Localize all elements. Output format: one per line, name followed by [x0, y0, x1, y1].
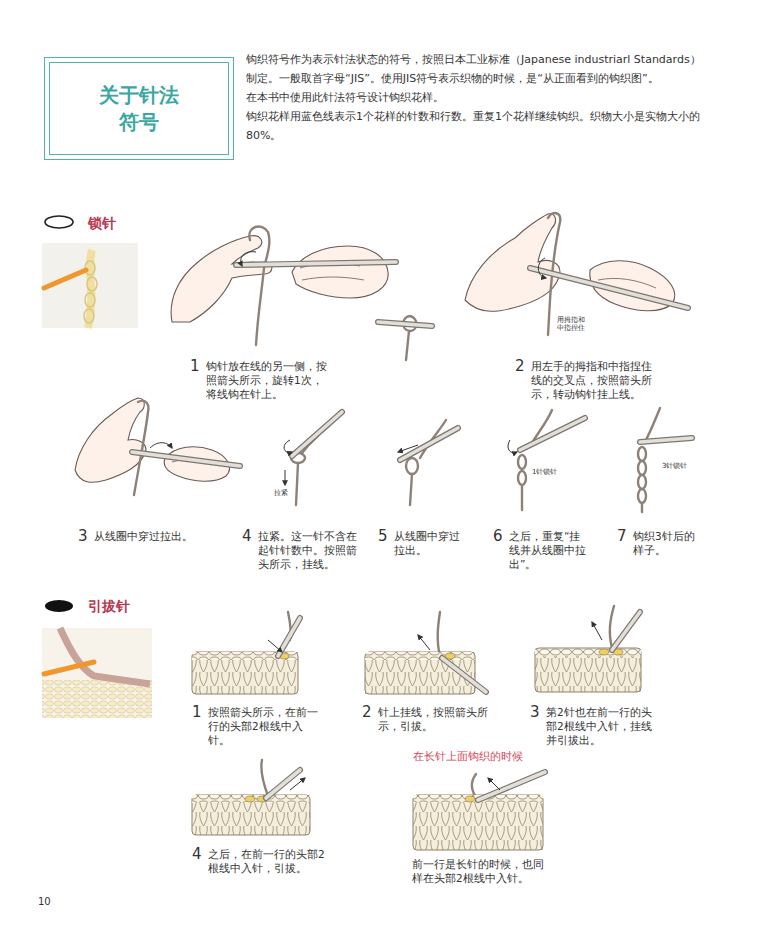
step-text: 前一行是长针的时候，也同样在头部2根线中入针。	[412, 857, 546, 885]
step-number: 3	[530, 703, 540, 721]
step-number: 2	[515, 357, 525, 375]
step-number: 1	[192, 703, 202, 721]
step-number: 2	[362, 703, 372, 721]
title-box: 关于针法符号	[44, 57, 234, 160]
step-text: 针上挂线，按照箭头所示，引拔。	[378, 705, 488, 733]
step-text: 之后，在前一行的头部2根线中入针，引拔。	[208, 847, 334, 875]
step-text: 用左手的拇指和中指捏住线的交叉点，按照箭头所示，转动钩针挂上线。	[531, 359, 653, 401]
step-text: 从线圈中穿过拉出。	[394, 529, 464, 557]
figure-note: 拉紧	[274, 489, 288, 497]
page-number: 10	[38, 895, 51, 908]
figure-note: 3针锁针	[662, 462, 687, 470]
step-number: 3	[78, 527, 88, 545]
crochet-hooks	[132, 262, 692, 800]
step-number: 4	[192, 845, 202, 863]
hands	[75, 214, 675, 483]
step-text: 拉紧。这一针不含在起针针数中。按照箭头所示，挂线。	[258, 529, 358, 571]
step-number: 7	[617, 527, 627, 545]
finger-lines	[172, 263, 656, 462]
sub-heading: 在长针上面钩织的时候	[413, 749, 523, 763]
figure-note: 用拇指和中指捏住	[557, 316, 586, 332]
section-heading: 引拔针	[88, 597, 130, 615]
step-number: 5	[378, 527, 388, 545]
slip-stitch-photo	[42, 628, 152, 718]
fabric-rows	[192, 648, 641, 850]
section-heading: 锁针	[88, 214, 116, 232]
step-number: 4	[242, 527, 252, 545]
step-text: 第2针也在前一行的头部2根线中入针，挂线并引拔出。	[546, 705, 652, 747]
step-text: 按照箭头所示，在前一行的头部2根线中入针。	[208, 705, 318, 747]
step-text: 之后，重复“挂线并从线圈中拉出”。	[509, 529, 589, 571]
step-number: 6	[493, 527, 503, 545]
chain-symbol	[45, 216, 73, 228]
intro-paragraph: 钩织符号作为表示针法状态的符号，按照日本工业标准（Japanese indust…	[246, 50, 704, 88]
intro-paragraph: 在本书中使用此针法符号设计钩织花样。	[246, 88, 704, 107]
chain-photo	[42, 243, 138, 328]
slip-stitch-symbol	[45, 600, 73, 612]
yarn	[134, 213, 660, 800]
intro-text: 钩织符号作为表示针法状态的符号，按照日本工业标准（Japanese indust…	[246, 50, 704, 145]
title-text: 关于针法符号	[97, 82, 181, 136]
step-text: 钩针放在线的另一侧，按照箭头所示，旋转1次，将线钩在针上。	[206, 359, 328, 401]
motion-arrows	[150, 252, 602, 790]
figure-note: 1针锁针	[532, 468, 557, 476]
step-text: 从线圈中穿过拉出。	[94, 529, 244, 543]
step-number: 1	[190, 357, 200, 375]
step-text: 钩织3针后的样子。	[633, 529, 701, 557]
intro-paragraph: 钩织花样用蓝色线表示1个花样的针数和行数。重复1个花样继续钩织。织物大小是实物大…	[246, 107, 704, 145]
